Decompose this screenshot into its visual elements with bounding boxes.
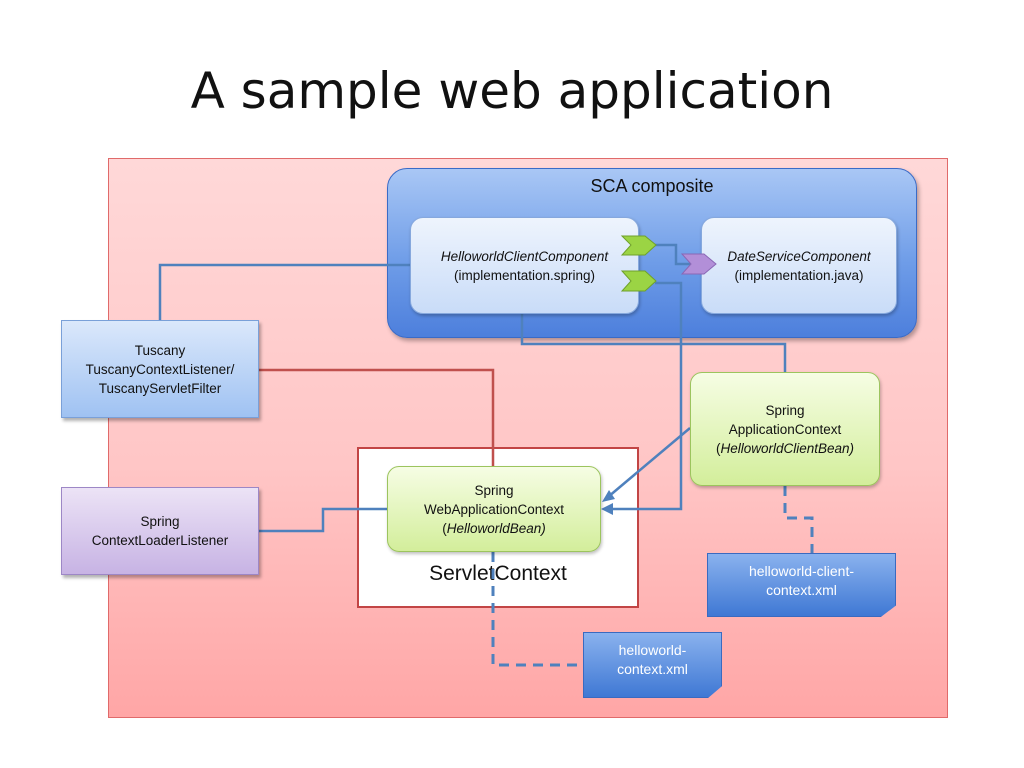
appctx-line1: Spring — [765, 402, 805, 418]
reference-to-service-connector — [655, 243, 690, 266]
reference-chevron-lower — [620, 270, 657, 292]
client-component-impl: (implementation.spring) — [453, 267, 596, 283]
slide-title: A sample web application — [190, 62, 834, 120]
client-doc-line2: context.xml — [766, 582, 837, 598]
appcontext-arrowhead — [602, 490, 615, 502]
client-to-appcontext-connector — [520, 314, 787, 372]
spring-listener-line2: ContextLoaderListener — [91, 533, 229, 548]
helloworld-context-doc: helloworld- context.xml — [583, 632, 722, 698]
sca-composite-title: SCA composite — [590, 176, 714, 196]
webctx-bean: (HelloworldBean) — [442, 520, 546, 536]
webcontext-doc-dashed-link — [491, 552, 583, 667]
webctx-line1: Spring — [474, 482, 514, 498]
web-application-context-box: Spring WebApplicationContext (Helloworld… — [387, 466, 601, 552]
tuscany-line3: TuscanyServletFilter — [98, 380, 222, 396]
spring-context-loader-listener-box: Spring ContextLoaderListener — [61, 487, 259, 575]
date-component-name: DateServiceComponent — [727, 248, 871, 264]
tuscany-line1: Tuscany — [134, 342, 186, 358]
client-component-name: HelloworldClientComponent — [440, 248, 609, 264]
helloworld-client-component: HelloworldClientComponent (implementatio… — [410, 217, 639, 314]
web-doc-line1: helloworld- — [618, 642, 687, 658]
listener-to-webcontext-connector — [259, 507, 387, 533]
webcontext-arrowhead-right — [601, 503, 613, 515]
spring-listener-line1: Spring — [140, 514, 180, 529]
appctx-line2: ApplicationContext — [728, 421, 842, 437]
date-component-impl: (implementation.java) — [734, 267, 864, 283]
appcontext-to-webcontext-arrow — [607, 427, 691, 498]
tuscany-to-client-connector — [158, 263, 410, 320]
helloworld-client-context-doc: helloworld-client- context.xml — [707, 553, 896, 617]
client-doc-line1: helloworld-client- — [748, 563, 855, 579]
tuscany-to-webcontext-connector — [259, 368, 495, 466]
date-service-component: DateServiceComponent (implementation.jav… — [701, 217, 897, 314]
reference-to-webcontext-connector — [606, 281, 683, 511]
web-doc-line2: context.xml — [617, 661, 688, 677]
appcontext-doc-dashed-link — [783, 486, 814, 553]
reference-chevron-upper — [620, 235, 657, 256]
tuscany-line2: TuscanyContextListener/ — [85, 361, 235, 377]
tuscany-listener-box: Tuscany TuscanyContextListener/ TuscanyS… — [61, 320, 259, 418]
service-chevron — [680, 253, 717, 275]
application-context-box: Spring ApplicationContext (HelloworldCli… — [690, 372, 880, 486]
servlet-context-label: ServletContext — [429, 562, 567, 585]
appctx-bean: (HelloworldClientBean) — [715, 440, 855, 456]
webctx-line2: WebApplicationContext — [423, 501, 565, 517]
